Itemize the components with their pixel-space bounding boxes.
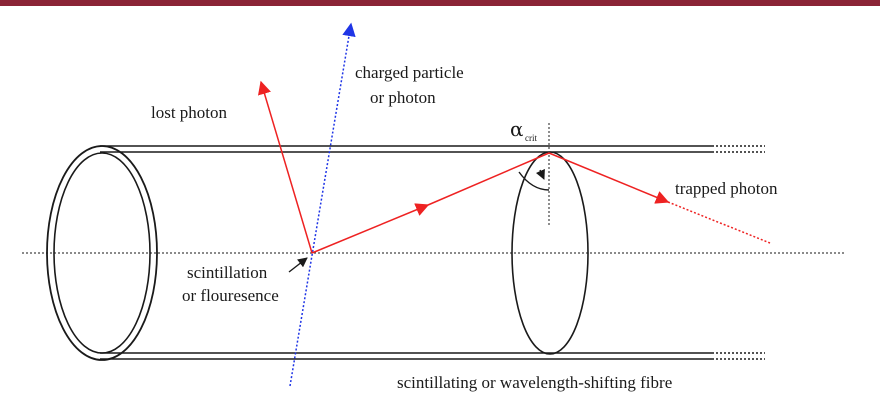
alpha-crit-subscript: crit [525,133,537,143]
charged-particle-track [289,22,356,387]
lost-photon-ray [258,80,313,254]
trapped-photon-ray-segment-2 [427,152,550,206]
critical-angle-arc [518,171,550,191]
lost-photon-label: lost photon [151,103,228,122]
trapped-photon-ray-segment-1 [311,203,430,254]
scintillation-pointer [288,257,308,273]
trapped-photon-ray-continuation [667,201,771,244]
scintillation-label-line2: or flouresence [182,286,279,305]
fibre-end-face-outer [46,145,158,361]
fibre-end-face-inner [53,152,151,354]
charged-particle-label-line2: or photon [370,88,436,107]
alpha-crit-symbol: α [510,117,524,141]
trapped-photon-ray-reflected [548,152,670,204]
trapped-photon-label: trapped photon [675,179,778,198]
charged-particle-label-line1: charged particle [355,63,464,82]
fibre-caption-label: scintillating or wavelength-shifting fib… [397,373,672,392]
top-border-bar [0,0,880,6]
scintillation-label-line1: scintillation [187,263,268,282]
critical-angle-tick [535,168,545,180]
fibre-cross-section [511,151,589,355]
